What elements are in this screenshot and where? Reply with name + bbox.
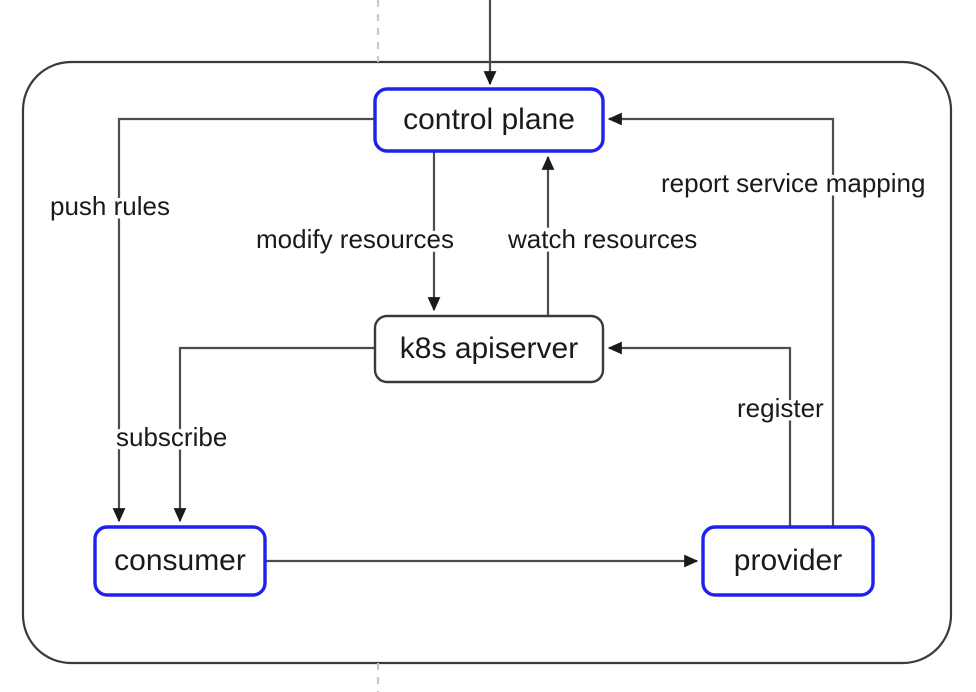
node-control-plane-label: control plane bbox=[403, 103, 575, 136]
edge-report-service-mapping bbox=[607, 112, 835, 527]
edge-label-report-service-mapping: report service mapping bbox=[661, 168, 925, 198]
node-consumer-box[interactable] bbox=[93, 525, 267, 597]
edge-label-push-rules: push rules bbox=[50, 191, 170, 221]
edge-label-register: register bbox=[737, 393, 824, 423]
node-provider-box[interactable] bbox=[701, 525, 875, 597]
node-control-plane[interactable]: control plane bbox=[373, 87, 605, 153]
edge-label-watch-resources: watch resources bbox=[507, 224, 697, 254]
edge-label-subscribe: subscribe bbox=[116, 422, 227, 452]
edge-subscribe bbox=[173, 346, 375, 523]
edge-push-rules bbox=[112, 117, 375, 523]
node-provider-label: provider bbox=[734, 544, 842, 577]
node-consumer[interactable]: consumer bbox=[93, 525, 267, 597]
node-control-plane-box[interactable] bbox=[373, 87, 605, 153]
node-consumer-label: consumer bbox=[114, 544, 246, 577]
edge-label-group: push rules modify resources watch resour… bbox=[47, 165, 929, 456]
node-provider[interactable]: provider bbox=[701, 525, 875, 597]
node-k8s-apiserver-box[interactable] bbox=[373, 314, 605, 384]
node-k8s-apiserver[interactable]: k8s apiserver bbox=[373, 314, 605, 384]
cluster-boundary bbox=[21, 60, 953, 665]
edge-register bbox=[607, 341, 792, 527]
edge-label-modify-resources: modify resources bbox=[256, 224, 454, 254]
node-k8s-apiserver-label: k8s apiserver bbox=[400, 332, 578, 365]
